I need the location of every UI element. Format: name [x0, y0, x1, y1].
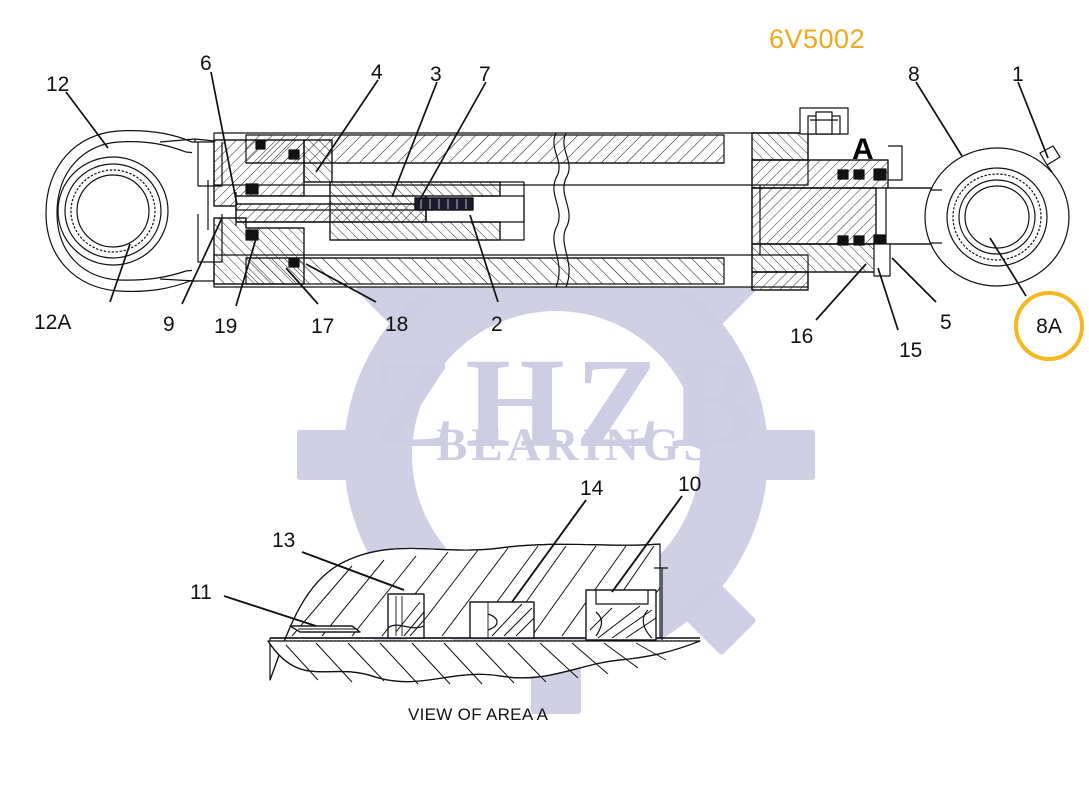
callout-6[interactable]: 6 [200, 52, 212, 75]
part-number: 6V5002 [769, 24, 866, 54]
section-marker-a: A [852, 133, 874, 166]
callout-8[interactable]: 8 [908, 63, 920, 86]
callout-19[interactable]: 19 [214, 315, 238, 338]
callout-4[interactable]: 4 [371, 61, 383, 84]
detail-view-area-a [267, 543, 701, 685]
callout-8a-label: 8A [1036, 314, 1062, 338]
callout-8a-highlight[interactable]: 8A [1014, 291, 1084, 361]
callout-10[interactable]: 10 [678, 473, 702, 496]
cylinder-head-assembly [197, 139, 333, 285]
piston-assembly [329, 181, 525, 241]
callout-12[interactable]: 12 [46, 73, 70, 96]
callout-15[interactable]: 15 [899, 339, 923, 362]
right-eye-assembly [924, 145, 1070, 287]
callout-5[interactable]: 5 [940, 311, 952, 334]
callout-17[interactable]: 17 [311, 315, 335, 338]
callout-7[interactable]: 7 [479, 63, 491, 86]
callout-9[interactable]: 9 [163, 313, 175, 336]
callout-18[interactable]: 18 [385, 313, 409, 336]
callout-14[interactable]: 14 [580, 477, 604, 500]
callout-16[interactable]: 16 [790, 325, 814, 348]
callout-1[interactable]: 1 [1012, 63, 1024, 86]
callout-2[interactable]: 2 [491, 313, 503, 336]
callout-13[interactable]: 13 [272, 529, 296, 552]
callout-12a[interactable]: 12A [34, 311, 72, 334]
callout-3[interactable]: 3 [430, 63, 442, 86]
leader-lines-main [65, 71, 1049, 331]
callout-11[interactable]: 11 [190, 581, 212, 604]
leader-lines-detail [223, 495, 683, 627]
detail-view-caption: VIEW OF AREA A [408, 705, 549, 724]
